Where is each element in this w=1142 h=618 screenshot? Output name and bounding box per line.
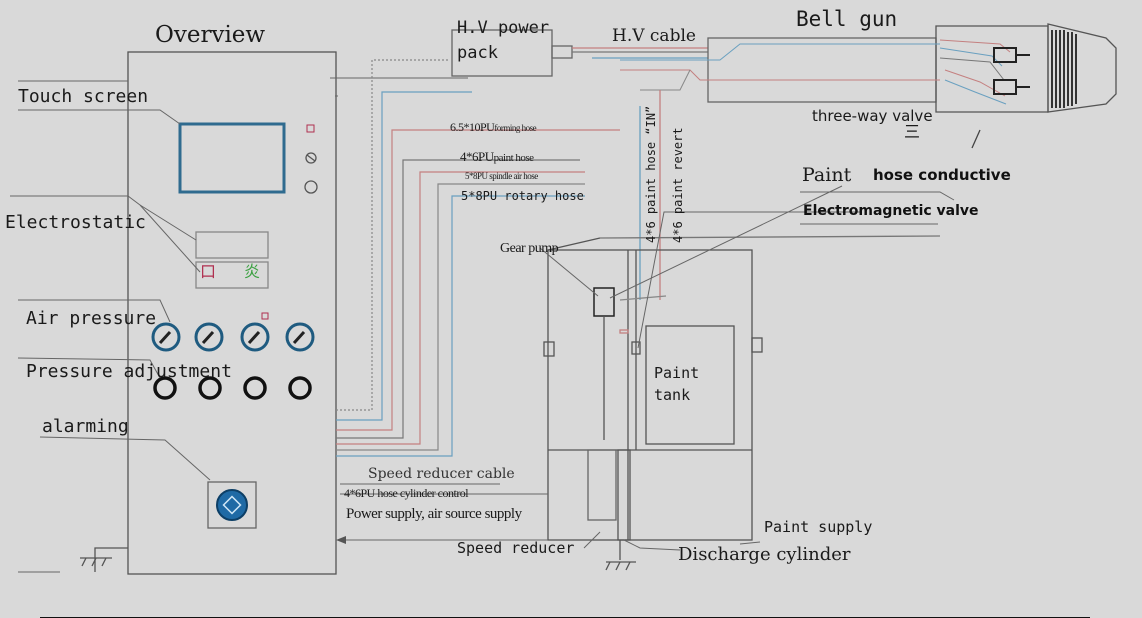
title-overview: Overview: [155, 22, 266, 48]
label-electrostatic: Electrostatic: [5, 212, 146, 233]
glyph-three-way: 三: [904, 122, 921, 141]
label-bell-gun: Bell gun: [796, 7, 898, 31]
hose-bundle: [336, 59, 620, 457]
leader-lines: [10, 77, 1090, 618]
alarm-button: [216, 489, 248, 521]
electrostatic-display-2: [195, 261, 269, 289]
label-touch-screen: Touch screen: [18, 86, 149, 107]
label-power-supply: Power supply, air source supply: [346, 506, 522, 522]
air-pressure-gauges: [151, 322, 315, 352]
speed-reducer: [587, 449, 617, 521]
label-hv-cable: H.V cable: [612, 26, 696, 46]
cabinet-indicators: [304, 124, 318, 194]
label-paint-revert: 4*6 paint revert: [671, 127, 685, 243]
label-hv-power-pack: H.V power pack: [457, 18, 550, 63]
electrostatic-display-1: [195, 231, 269, 259]
label-discharge-cylinder: Discharge cylinder: [678, 544, 851, 565]
ground-symbols: [80, 540, 636, 572]
label-speed-reducer-cable: Speed reducer cable: [368, 466, 515, 482]
gear-pump: [593, 287, 615, 317]
paint-tank: [645, 325, 735, 445]
touch-screen: [178, 122, 286, 194]
label-forming-hose: 6.5*10PUforming hose: [450, 120, 537, 134]
label-hose-conductive: hose conductive: [873, 166, 1011, 184]
bell-gun-internal-hoses: [620, 39, 1011, 105]
indicator-right: 炎: [244, 262, 261, 281]
paint-cabinet: [547, 249, 753, 541]
three-way-valve-block: [993, 47, 1030, 95]
label-paint: Paint: [802, 164, 852, 186]
indicator-left: 口: [200, 262, 217, 281]
label-rotary-hose: 5*8PU rotary hose: [461, 189, 584, 203]
label-spindle-air-hose: 5*8PU spindle air hose: [465, 171, 538, 181]
label-paint-hose: 4*6PUpaint hose: [460, 149, 534, 164]
label-air-pressure: Air pressure: [26, 308, 157, 329]
label-speed-reducer: Speed reducer: [457, 539, 575, 557]
label-pressure-adjustment: Pressure adjustment: [26, 361, 232, 382]
label-cylinder-control: 4*6PU hose cylinder control: [344, 486, 469, 500]
label-alarming: alarming: [42, 416, 129, 437]
bell-cup: [1047, 23, 1117, 113]
bell-gun-body: [707, 37, 937, 103]
label-gear-pump: Gear pump: [500, 241, 559, 256]
label-three-way-valve: three-way valve: [812, 107, 933, 125]
label-paint-supply: Paint supply: [764, 518, 873, 536]
pressure-adjustment-knobs: [153, 376, 312, 400]
label-paint-tank: Paint tank: [654, 364, 700, 404]
alarm-housing: [207, 481, 257, 529]
label-electromagnetic-valve: Electromagnetic valve: [803, 203, 979, 219]
label-paint-hose-in: 4*6 paint hose “IN”: [644, 105, 658, 243]
control-cabinet: [127, 51, 337, 575]
